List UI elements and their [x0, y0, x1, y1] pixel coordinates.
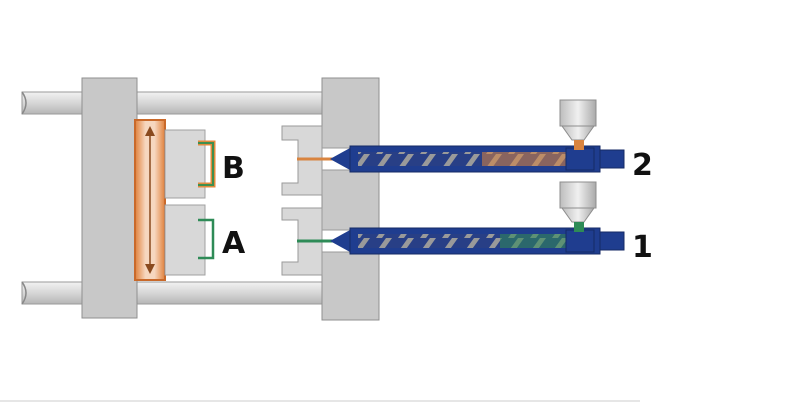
lower-rod-break [21, 281, 27, 305]
rotation-arrow-icon [145, 126, 155, 274]
hopper-icon [559, 99, 597, 141]
label-2: 2 [632, 148, 653, 183]
mold-core-lower [164, 204, 215, 276]
upper-rod-break [21, 91, 27, 115]
hopper-icon [559, 181, 597, 223]
fixed-platen [321, 77, 380, 321]
moving-platen [81, 77, 138, 319]
injection-unit-1 [330, 181, 625, 255]
lower-tie-rod [21, 281, 335, 305]
mold-core-upper [164, 129, 216, 199]
label-a: A [222, 226, 246, 261]
label-1: 1 [632, 230, 653, 265]
upper-tie-rod [21, 91, 335, 115]
label-b: B [222, 151, 245, 186]
rotary-plate [134, 119, 166, 281]
injection-unit-2 [330, 99, 625, 173]
